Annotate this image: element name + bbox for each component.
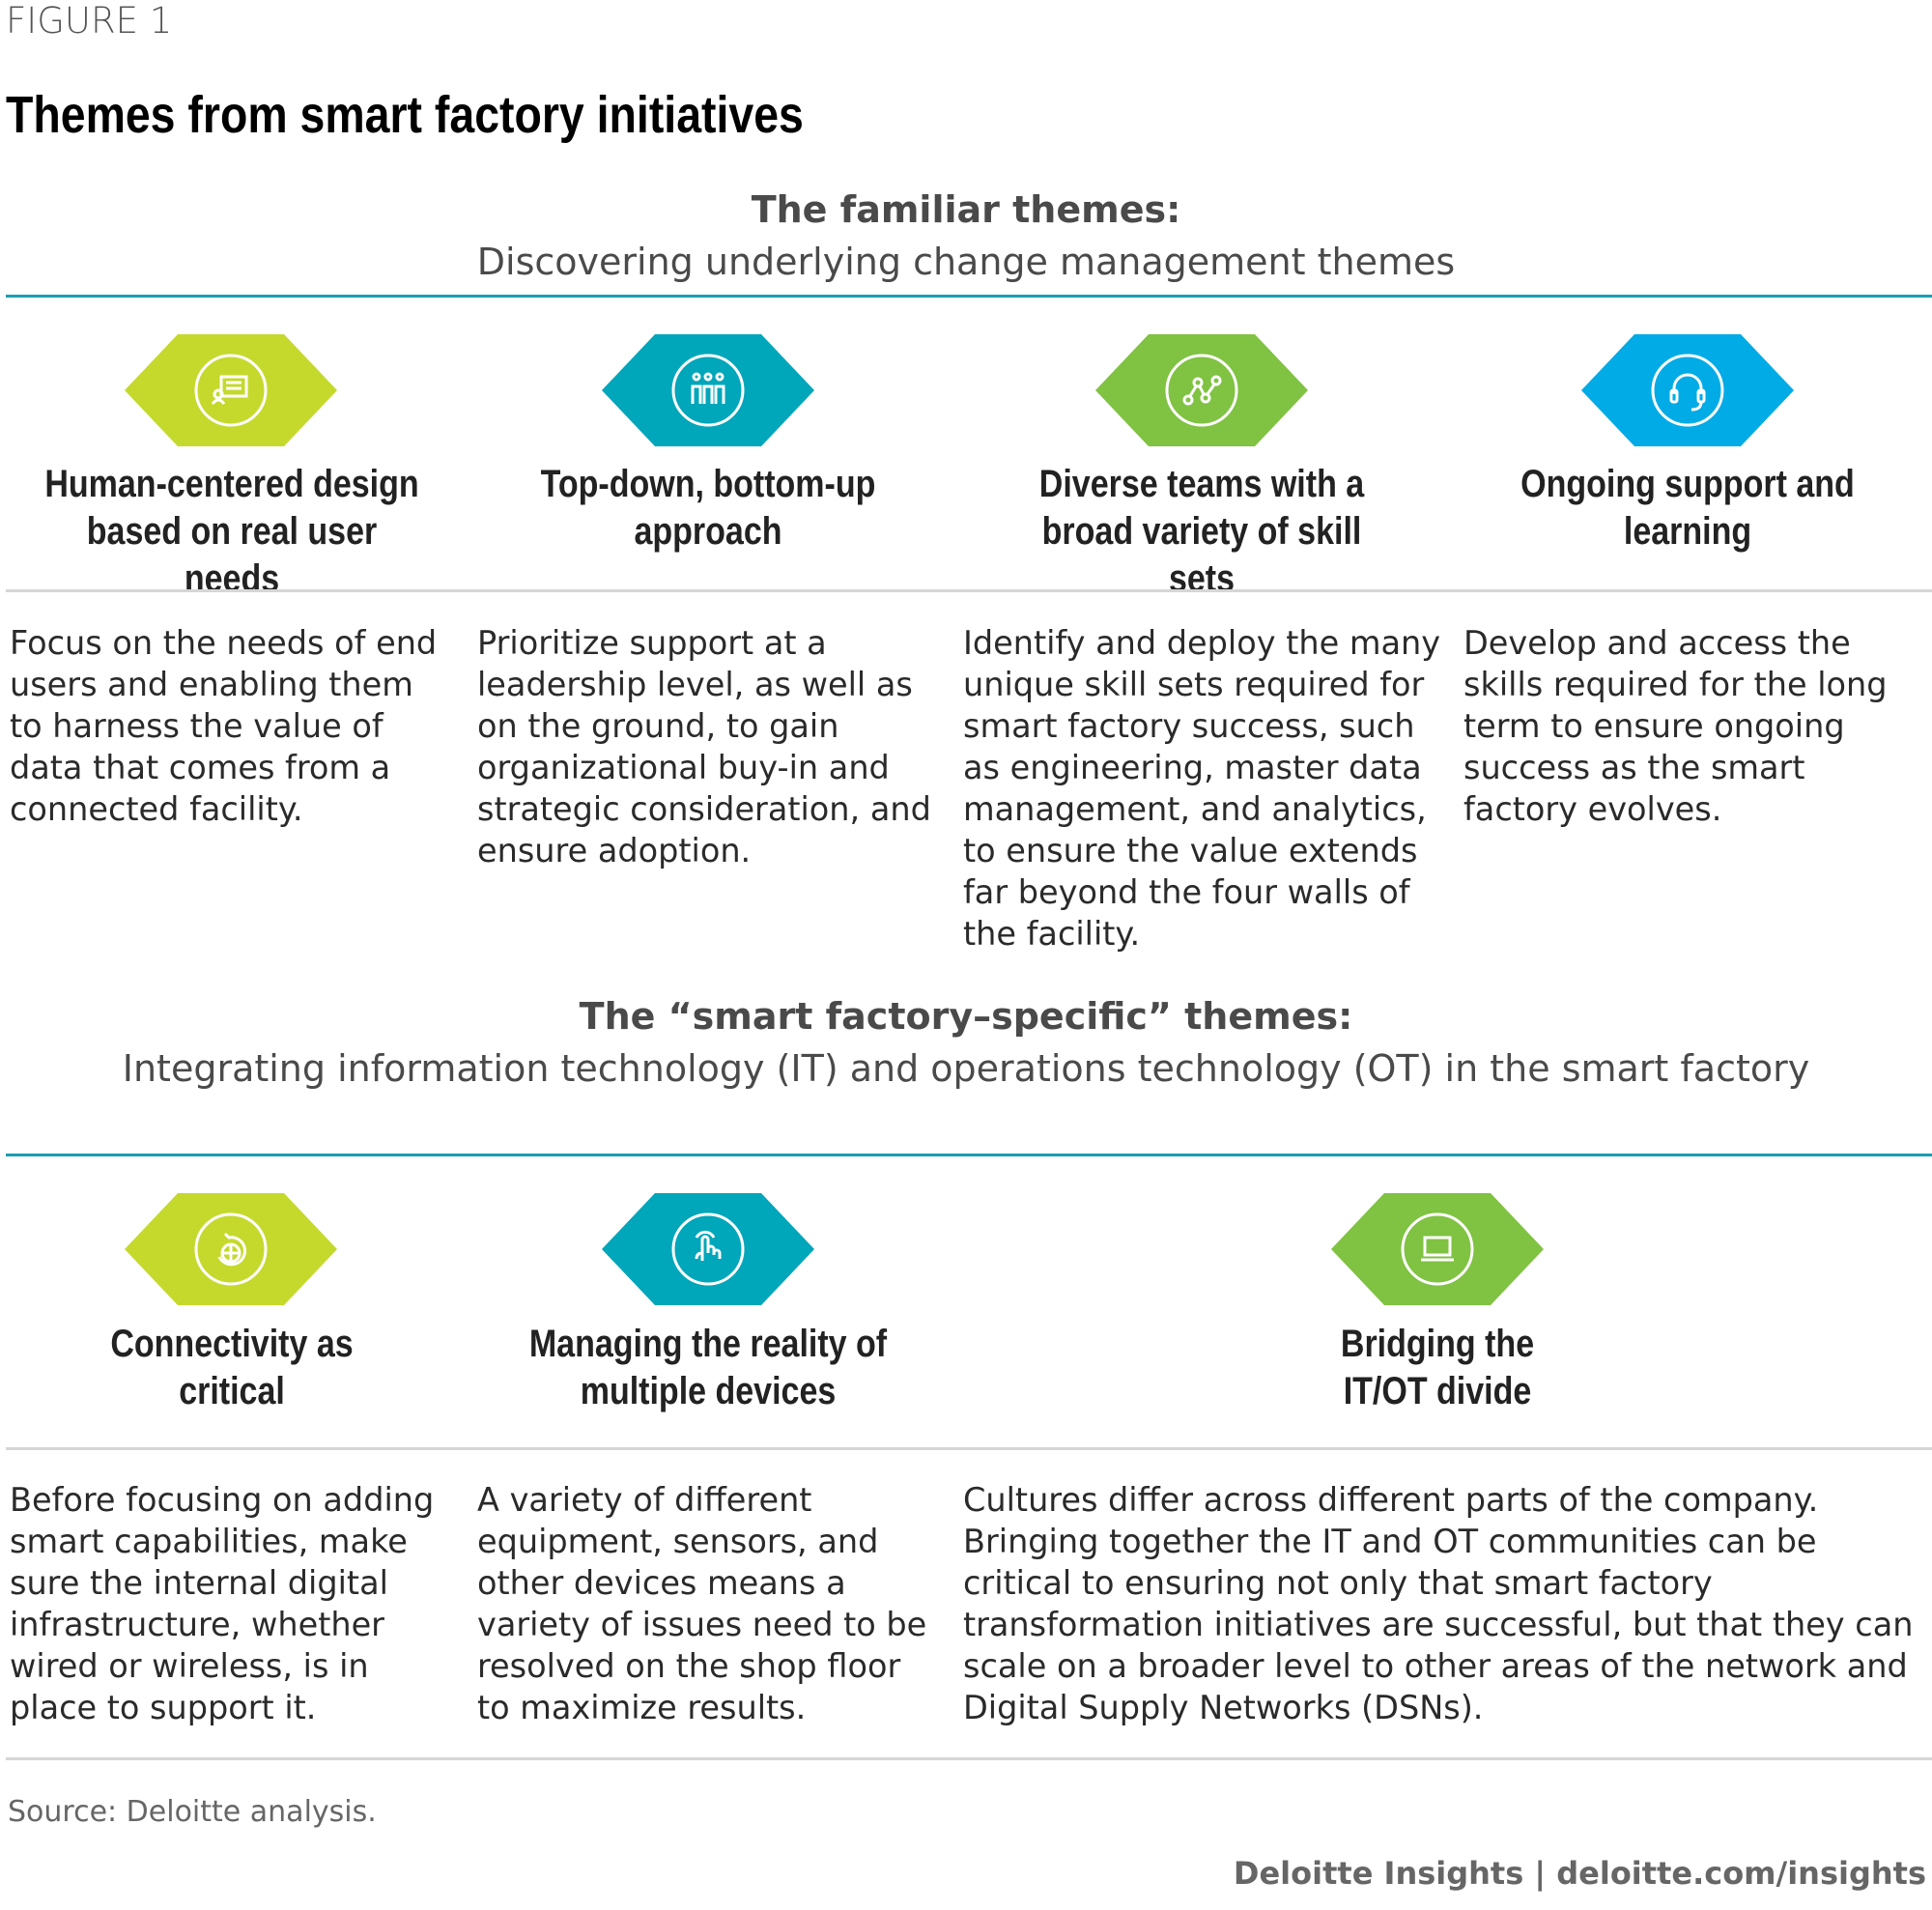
headset-icon [1651,354,1724,427]
hexagon-badge [1581,334,1794,446]
theme-heading: Top-down, bottom-up approach [540,463,876,553]
theme-heading: Ongoing support and learning [1520,463,1855,553]
people-icon [671,354,745,427]
divider [6,295,1932,298]
hexagon-badge [125,334,337,446]
theme-description: Identify and deploy the many unique skil… [963,624,1441,953]
hexagon-badge [602,334,814,446]
laptop-icon [1401,1212,1474,1286]
globe-icon [194,1212,268,1286]
theme-heading: Bridging the IT/OT divide [1340,1323,1535,1412]
hexagon-badge [1095,334,1308,446]
theme-heading: Diverse teams with a broad variety of sk… [1038,463,1365,600]
hexagon-badge [602,1193,814,1305]
footer-credit: Deloitte Insights | deloitte.com/insight… [1233,1855,1926,1892]
divider [6,589,1932,592]
theme-description: Cultures differ across different parts o… [963,1481,1914,1726]
theme-heading: Managing the reality of multiple devices [528,1323,888,1412]
hexagon-badge [1331,1193,1544,1305]
theme-description: Before focusing on adding smart capabili… [10,1481,435,1726]
theme-description: Focus on the needs of end users and enab… [10,624,438,828]
network-icon [1165,354,1238,427]
theme-description: Prioritize support at a leadership level… [477,624,931,869]
section1-header: The familiar themes: Discovering underly… [0,184,1932,288]
divider [6,1154,1932,1156]
section1-heading: The familiar themes: [751,188,1181,231]
section2-subheading: Integrating information technology (IT) … [122,1047,1810,1090]
page-title: Themes from smart factory initiatives [6,86,804,144]
figure-label: FIGURE 1 [6,0,173,42]
divider [6,1757,1932,1760]
theme-heading: Connectivity as critical [110,1323,354,1412]
hexagon-badge [125,1193,337,1305]
source-note: Source: Deloitte analysis. [8,1795,377,1829]
divider [6,1447,1932,1450]
section2-header: The “smart factory–specific” themes: Int… [0,990,1932,1095]
theme-description: Develop and access the skills required f… [1463,624,1888,828]
theme-description: A variety of different equipment, sensor… [477,1481,927,1726]
chat-icon [194,354,268,427]
section2-heading: The “smart factory–specific” themes: [579,995,1353,1038]
touch-icon [671,1212,745,1286]
section1-subheading: Discovering underlying change management… [476,241,1456,283]
theme-heading: Human-centered design based on real user… [44,463,419,600]
